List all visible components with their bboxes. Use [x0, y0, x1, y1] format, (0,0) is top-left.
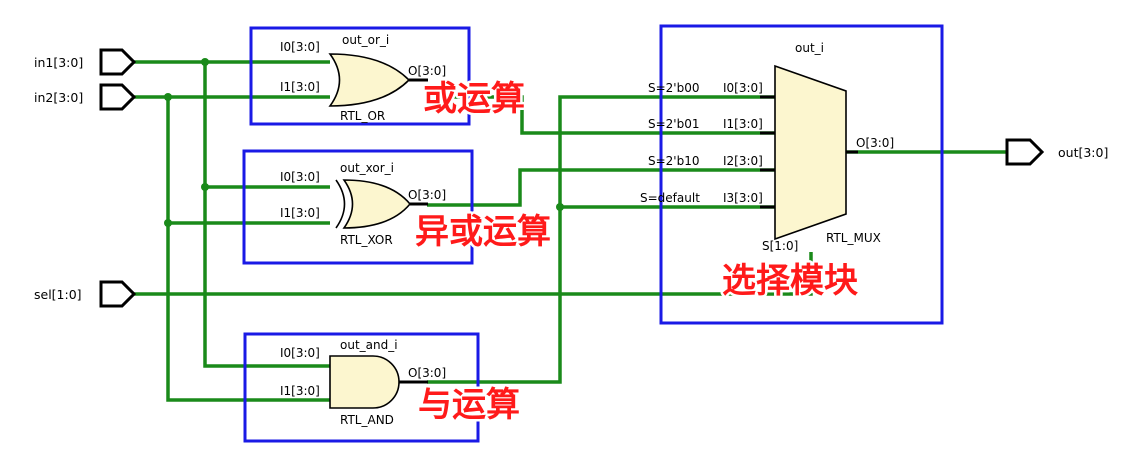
- mux-pin-i3: I3[3:0]: [723, 191, 763, 205]
- mux-pin-i0: I0[3:0]: [723, 81, 763, 95]
- junction-dot: [164, 219, 172, 227]
- junction-dot: [164, 93, 172, 101]
- or-cell[interactable]: out_or_i I0[3:0] I1[3:0] O[3:0] RTL_OR: [249, 26, 471, 126]
- mux-instance-name: out_i: [795, 41, 824, 55]
- net-and-out: [427, 95, 775, 384]
- port-sel[interactable]: sel[1:0]: [34, 280, 137, 308]
- and-highlight-box: [243, 332, 480, 443]
- and-cell[interactable]: out_and_i I0[3:0] I1[3:0] O[3:0] RTL_AND: [243, 332, 480, 443]
- xor-pin-out: O[3:0]: [408, 188, 446, 202]
- xor-highlight-box: [242, 149, 474, 265]
- xor-pin-i1: I1[3:0]: [280, 206, 320, 220]
- mux-case-label: S=2'b00: [648, 81, 700, 95]
- port-out-label: out[3:0]: [1058, 145, 1108, 160]
- mux-trapezoid-icon: [774, 64, 847, 241]
- mux-cell-type: RTL_MUX: [826, 231, 881, 245]
- mux-case-label: S=default: [640, 191, 700, 205]
- or-instance-name: out_or_i: [342, 33, 389, 47]
- port-out[interactable]: out[3:0]: [1005, 138, 1108, 166]
- mux-pin-i1: I1[3:0]: [723, 117, 763, 131]
- mux-pin-i2: I2[3:0]: [723, 154, 763, 168]
- or-pin-i1: I1[3:0]: [280, 80, 320, 94]
- mux-pin-sel: S[1:0]: [762, 239, 798, 253]
- port-in1-label: in1[3:0]: [34, 55, 83, 70]
- xor-cell-type: RTL_XOR: [340, 233, 393, 247]
- and-pin-i1: I1[3:0]: [280, 384, 320, 398]
- and-gate-icon: [329, 355, 400, 409]
- annotation-xor: 异或运算: [415, 212, 551, 252]
- mux-highlight-box: [659, 24, 944, 325]
- port-arrow-icon: [99, 48, 137, 76]
- and-pin-out: O[3:0]: [408, 366, 446, 380]
- net-in1: [134, 60, 330, 368]
- or-gate-icon: [328, 53, 411, 107]
- port-in1[interactable]: in1[3:0]: [34, 48, 137, 76]
- xor-instance-name: out_xor_i: [340, 161, 394, 175]
- mux-pin-out: O[3:0]: [856, 136, 894, 150]
- port-arrow-icon: [99, 83, 137, 111]
- junction-dot: [201, 183, 209, 191]
- and-instance-name: out_and_i: [340, 338, 398, 352]
- mux-case-label: S=2'b10: [648, 154, 700, 168]
- mux-case-label: S=2'b01: [648, 117, 700, 131]
- net-sel: [134, 252, 813, 296]
- xor-back-curve: [335, 179, 346, 229]
- nets: [134, 58, 1007, 402]
- annotation-or: 或运算: [423, 79, 525, 119]
- mux-cell[interactable]: out_i S=2'b00 S=2'b01 S=2'b10 S=default …: [640, 24, 944, 325]
- annotation-mux: 选择模块: [722, 261, 858, 301]
- port-in2[interactable]: in2[3:0]: [34, 83, 137, 111]
- annotation-and: 与运算: [418, 385, 520, 425]
- and-cell-type: RTL_AND: [340, 413, 394, 427]
- port-arrow-icon: [99, 280, 137, 308]
- xor-pin-i0: I0[3:0]: [280, 170, 320, 184]
- or-pin-i0: I0[3:0]: [280, 40, 320, 54]
- port-arrow-icon: [1005, 138, 1045, 166]
- net-or-out: [427, 95, 775, 135]
- or-highlight-box: [249, 26, 471, 126]
- port-in2-label: in2[3:0]: [34, 90, 83, 105]
- xor-gate-icon: [342, 179, 412, 229]
- or-pin-out: O[3:0]: [408, 64, 446, 78]
- junction-dot: [201, 58, 209, 66]
- junction-dot: [556, 203, 564, 211]
- xor-cell[interactable]: out_xor_i I0[3:0] I1[3:0] O[3:0] RTL_XOR: [242, 149, 474, 265]
- and-pin-i0: I0[3:0]: [280, 346, 320, 360]
- port-sel-label: sel[1:0]: [34, 287, 82, 302]
- or-cell-type: RTL_OR: [340, 109, 385, 123]
